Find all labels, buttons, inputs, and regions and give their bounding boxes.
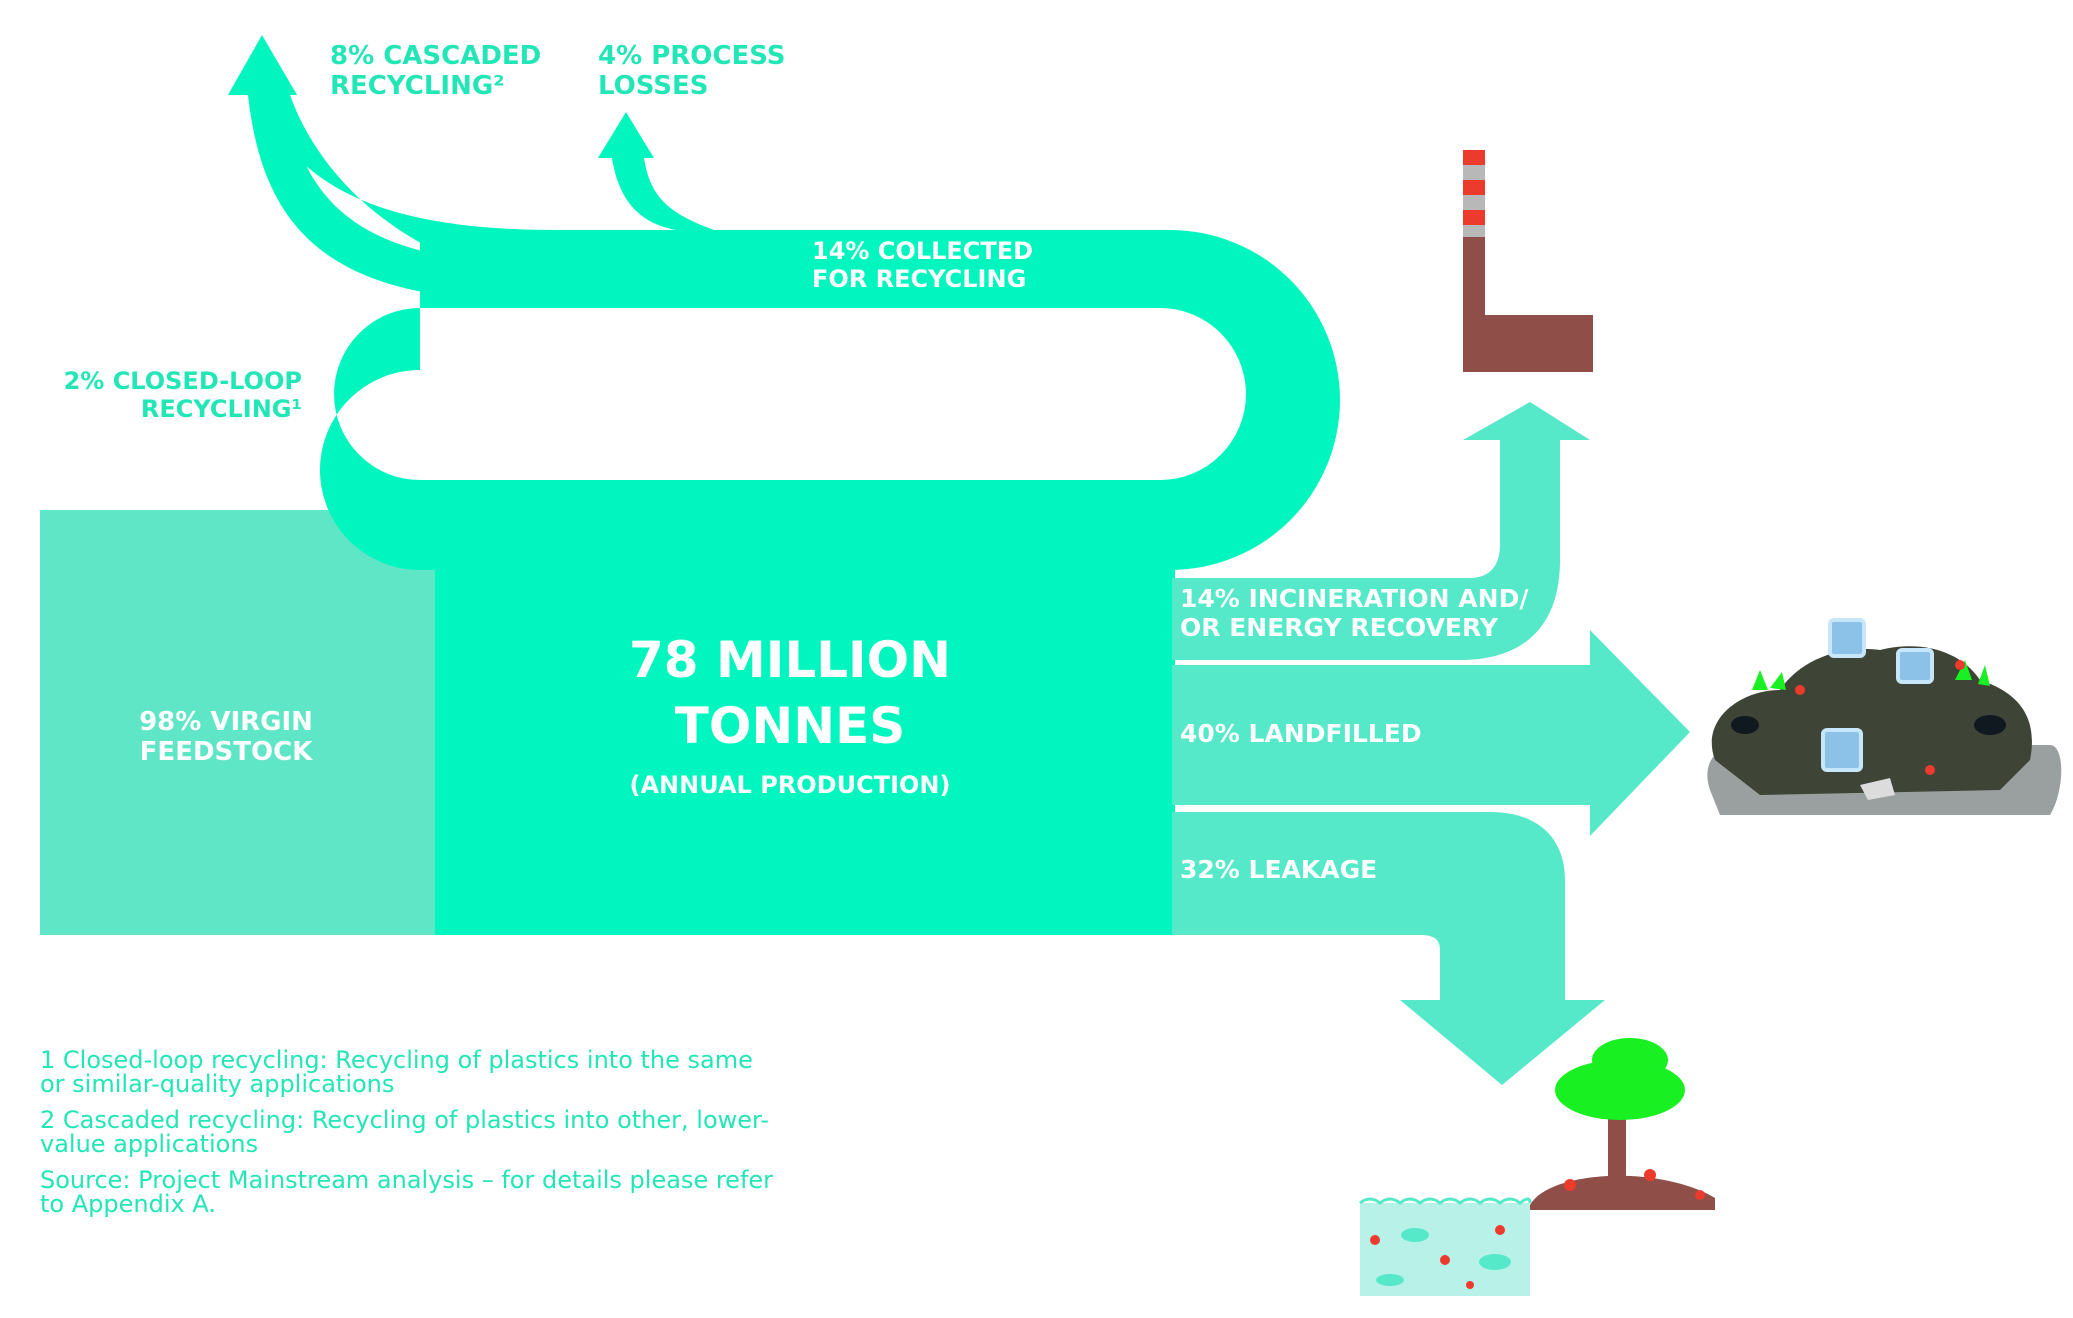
- cascaded-recycling-arrow-stem: [228, 36, 520, 300]
- leakage-label: 32% LEAKAGE: [1180, 855, 1378, 884]
- incineration-arrow: [1172, 402, 1590, 660]
- annual-production-block: [435, 490, 1175, 935]
- factory-chimney-icon: [1463, 150, 1593, 372]
- footnote-source: Source: Project Mainstream analysis – fo…: [40, 1166, 774, 1218]
- leakage-arrow: [1172, 812, 1605, 1085]
- virgin-feedstock-block: [40, 510, 435, 935]
- landfilled-arrow: [1172, 630, 1690, 836]
- total-production-unit: TONNES: [674, 697, 906, 755]
- tree-on-island-icon: [1530, 1038, 1715, 1210]
- landfilled-label: 40% LANDFILLED: [1180, 719, 1422, 748]
- footnote-cascaded: 2 Cascaded recycling: Recycling of plast…: [40, 1106, 770, 1158]
- process-losses-arrow: [598, 112, 720, 232]
- total-production-subtitle: (ANNUAL PRODUCTION): [629, 771, 951, 799]
- recycling-loop: [320, 230, 1340, 570]
- total-production-value: 78 MILLION: [628, 631, 952, 689]
- footnote-closed-loop: 1 Closed-loop recycling: Recycling of pl…: [40, 1046, 753, 1098]
- landfill-pile-icon: [1707, 618, 2062, 815]
- incineration-label: 14% INCINERATION AND/OR ENERGY RECOVERY: [1180, 584, 1529, 642]
- ocean-with-fish-icon: [1359, 1197, 1532, 1296]
